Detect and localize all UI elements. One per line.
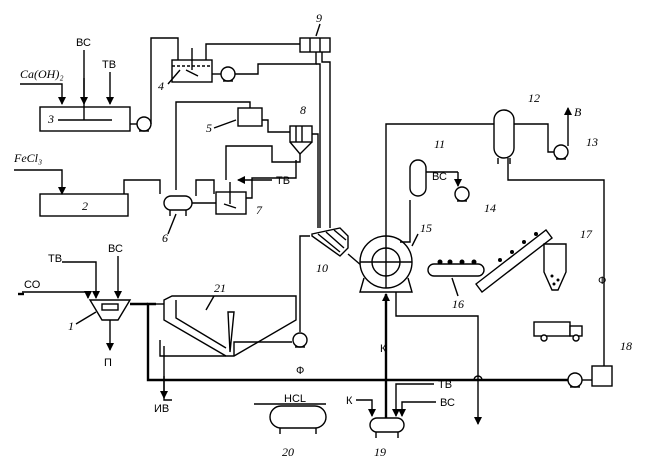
bunker-17 bbox=[543, 243, 567, 291]
tank-2 bbox=[39, 193, 129, 217]
label-14: 14 bbox=[484, 201, 496, 215]
pump-4 bbox=[220, 66, 236, 82]
stream-k-to-19: К bbox=[346, 395, 376, 417]
label-18: 18 bbox=[620, 339, 632, 353]
label-16: 16 bbox=[452, 297, 464, 311]
label-6: 6 bbox=[162, 231, 168, 245]
receiver-11 bbox=[409, 159, 427, 197]
label-20: 20 bbox=[282, 445, 294, 459]
p-label: П bbox=[104, 357, 112, 369]
stream-p: П bbox=[104, 320, 114, 369]
k-label-vertical: К bbox=[380, 343, 387, 355]
tank-20 bbox=[269, 405, 327, 434]
f-label-main: Ф bbox=[296, 365, 304, 377]
label-3: 3 bbox=[47, 112, 54, 126]
mixer-6 bbox=[163, 195, 193, 216]
filter-10 bbox=[311, 227, 349, 257]
vs-label-3: ВС bbox=[76, 37, 91, 49]
iv-label: ИВ bbox=[154, 403, 169, 415]
vs-label-11: ВС bbox=[432, 171, 447, 183]
k-label-horizontal: К bbox=[346, 395, 353, 407]
so-label: СО bbox=[24, 279, 41, 291]
label-5: 5 bbox=[206, 121, 212, 135]
vessel-5 bbox=[237, 107, 263, 127]
truck-icon bbox=[533, 321, 583, 342]
stream-tv-19: ТВ bbox=[392, 379, 452, 417]
input-fecl3: FeCl₃ bbox=[13, 151, 66, 195]
pump-3 bbox=[136, 116, 152, 132]
unit-19 bbox=[369, 417, 405, 438]
unit-8 bbox=[289, 125, 313, 156]
label-15: 15 bbox=[420, 221, 432, 235]
stream-f-right: Ф bbox=[598, 275, 606, 287]
receiver-12 bbox=[493, 109, 515, 164]
label-19: 19 bbox=[374, 445, 386, 459]
label-9: 9 bbox=[316, 11, 322, 25]
fecl3-label: FeCl₃ bbox=[13, 151, 42, 165]
input-caoh2: Ca(OH)₂ bbox=[20, 67, 66, 105]
stream-so: СО bbox=[18, 279, 92, 299]
label-2: 2 bbox=[82, 199, 88, 213]
label-4: 4 bbox=[158, 79, 164, 93]
label-12: 12 bbox=[528, 91, 540, 105]
stream-v: В bbox=[564, 105, 582, 146]
vs-label-1: ВС bbox=[108, 243, 123, 255]
tv-label-7: ТВ bbox=[276, 175, 290, 187]
caoh2-label: Ca(OH)₂ bbox=[20, 67, 64, 81]
label-8: 8 bbox=[300, 103, 306, 117]
reactor-7 bbox=[215, 182, 247, 215]
tv-label-3: ТВ bbox=[102, 59, 116, 71]
tank-3 bbox=[39, 78, 131, 132]
pump-14 bbox=[454, 186, 470, 202]
label-10: 10 bbox=[316, 261, 328, 275]
hydrocyclone-9 bbox=[299, 37, 331, 53]
unit-1 bbox=[88, 299, 132, 321]
label-21: 21 bbox=[214, 281, 226, 295]
unit-18 bbox=[591, 365, 613, 387]
label-11: 11 bbox=[434, 137, 445, 151]
v-label: В bbox=[574, 105, 582, 119]
label-7: 7 bbox=[256, 203, 263, 217]
stream-tv-7: ТВ bbox=[237, 175, 290, 187]
vacuum-pump-13 bbox=[553, 144, 569, 160]
thickener-21 bbox=[156, 295, 297, 357]
hcl-label: HCL bbox=[284, 393, 306, 405]
drum-filter-15 bbox=[359, 235, 413, 293]
label-1: 1 bbox=[68, 319, 74, 333]
tv-label-1: ТВ bbox=[48, 253, 62, 265]
stream-vs-19: ВС bbox=[398, 397, 455, 417]
pump-18 bbox=[567, 372, 583, 388]
pump-21 bbox=[292, 332, 308, 348]
label-13: 13 bbox=[586, 135, 598, 149]
tv-label-19: ТВ bbox=[438, 379, 452, 391]
stream-vs-1: ВС bbox=[108, 243, 123, 299]
vs-label-19: ВС bbox=[440, 397, 455, 409]
stream-vs-3: ВС bbox=[76, 37, 91, 105]
f-label-right: Ф bbox=[598, 275, 606, 287]
tank-4 bbox=[171, 48, 213, 83]
conveyor-16 bbox=[427, 229, 553, 293]
stream-tv-3: ТВ bbox=[102, 59, 116, 105]
label-17: 17 bbox=[580, 227, 593, 241]
stream-tv-1: ТВ bbox=[48, 253, 100, 299]
